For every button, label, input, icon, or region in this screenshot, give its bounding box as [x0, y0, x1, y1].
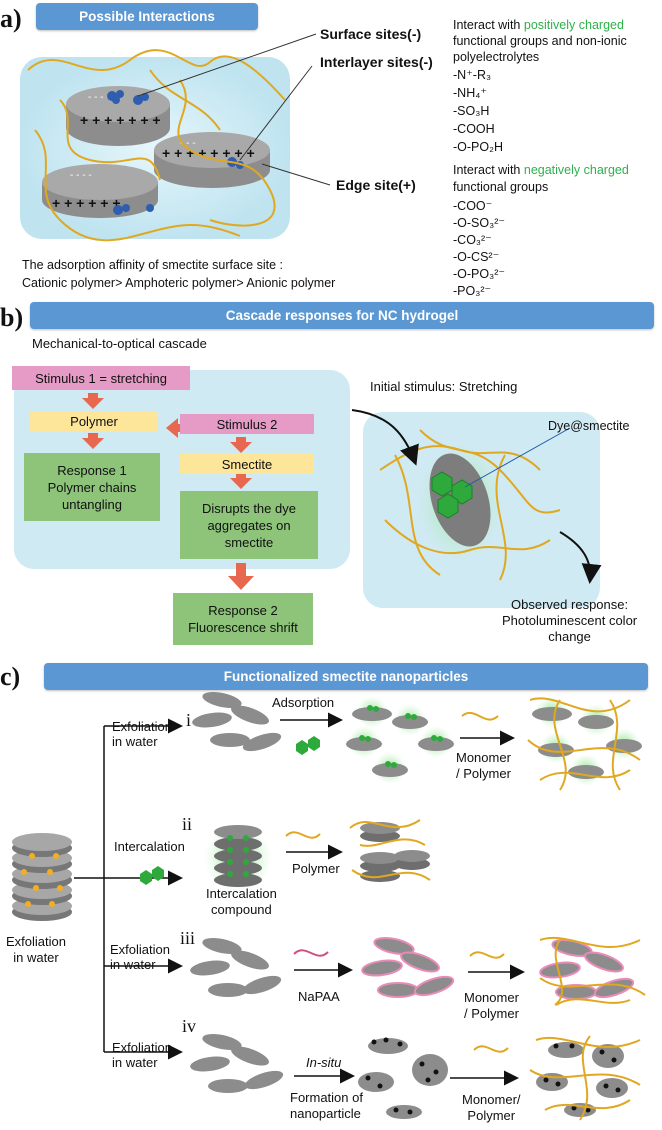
route-ii-numeral: ii: [182, 814, 193, 834]
intercalation-compound-label: Intercalation compound: [206, 886, 277, 917]
route-iv-graphics: [190, 1033, 641, 1121]
svg-text:+ + + + + + +: + + + + + + +: [80, 112, 161, 128]
stimulus-arrow: [351, 409, 419, 466]
panel-c-artwork: [12, 691, 646, 1121]
stimulus-1-box: Stimulus 1 = stretching: [12, 366, 190, 390]
svg-text:+ + + + + + + +: + + + + + + + +: [162, 145, 255, 161]
cascade-arrows: [82, 393, 254, 590]
panel-a-letter: a): [0, 4, 22, 33]
response-arrow: [559, 531, 602, 584]
route-ii-polymer-label: Polymer: [292, 861, 340, 876]
positive-intro-line: Interact with positively charged: [453, 18, 624, 32]
svg-text:- - -: - - -: [180, 138, 196, 149]
negative-group-3: -CO₃²⁻: [453, 233, 492, 247]
panel-a-banner: Possible Interactions: [36, 3, 258, 30]
platelet-2: + + + + + + + + - - -: [154, 132, 270, 188]
route-i-numeral: i: [186, 710, 192, 730]
stack-exfoliation-label: Exfoliation in water: [6, 934, 66, 965]
interlayer-sites-label: Interlayer sites(-): [320, 54, 433, 70]
disrupts-box: Disrupts the dye aggregates on smectite: [180, 491, 318, 559]
smectite-stack: [12, 833, 72, 921]
polymer-box: Polymer: [30, 411, 158, 431]
negative-group-4: -O-CS²⁻: [453, 250, 500, 264]
negative-intro-text: Interact with: [453, 163, 524, 177]
initial-stimulus-label: Initial stimulus: Stretching: [370, 379, 518, 394]
dye-leader: [464, 427, 571, 488]
route-iii-monomer-label: Monomer / Polymer: [464, 990, 519, 1021]
route-i-label: Exfoliation in water: [112, 719, 172, 749]
route-iv-label: Exfoliation in water: [112, 1040, 172, 1070]
negative-group-1: -COO⁻: [453, 199, 493, 213]
positive-group-5: -O-PO₂H: [453, 140, 503, 154]
route-i-graphics: [192, 691, 642, 791]
affinity-line-1: The adsorption affinity of smectite surf…: [22, 258, 284, 272]
in-situ-label: In-situ: [306, 1055, 342, 1070]
napaa-label: NaPAA: [298, 989, 340, 1004]
negative-group-6: -PO₃²⁻: [453, 284, 492, 298]
negative-intro-line: Interact with negatively charged: [453, 163, 629, 177]
svg-text:- - - -: - - - -: [70, 170, 92, 181]
positive-group-3: -SO₃H: [453, 104, 490, 118]
svg-text:+ + + + + +: + + + + + +: [52, 195, 121, 211]
edge-site-label: Edge site(+): [336, 177, 416, 193]
dye-clusters: [107, 90, 244, 215]
positive-intro-line-3: polyelectrolytes: [453, 50, 540, 64]
surface-sites-label: Surface sites(-): [320, 26, 422, 42]
negative-group-5: -O-PO₃²⁻: [453, 267, 505, 281]
leader-lines: [137, 33, 331, 186]
response-2-box: Response 2 Fluorescence shrift: [173, 593, 313, 645]
stimulus-2-box: Stimulus 2: [180, 414, 314, 434]
panel-b-letter: b): [0, 303, 24, 332]
polymer-chains-a: [27, 49, 286, 242]
route-iv-monomer-label: Monomer/ Polymer: [462, 1092, 521, 1123]
panel-b-subtitle: Mechanical-to-optical cascade: [32, 336, 207, 351]
negative-group-2: -O-SO₃²⁻: [453, 216, 505, 230]
observed-response-label: Observed response: Photoluminescent colo…: [502, 597, 638, 644]
dye-hexagons: [431, 471, 473, 519]
panel-c-letter: c): [0, 662, 21, 691]
panel-b-banner: Cascade responses for NC hydrogel: [30, 302, 654, 329]
route-ii-label: Intercalation: [114, 839, 185, 854]
adsorption-label: Adsorption: [272, 695, 335, 710]
smectite-box: Smectite: [180, 454, 314, 474]
positive-intro-line-2: functional groups and non-ionic: [453, 34, 627, 48]
route-iii-label: Exfoliation in water: [110, 942, 170, 972]
formation-label: Formation of nanoparticle: [290, 1090, 363, 1121]
panel-a-artwork: + + + + + + + - - - - + + + + + + + + - …: [20, 33, 331, 242]
negative-intro-line-2: functional groups: [453, 180, 549, 194]
dye-smectite-label: Dye@smectite: [548, 419, 630, 433]
platelet-1: + + + + + + + - - - -: [66, 86, 170, 146]
negative-charged-highlight: negatively charged: [523, 163, 629, 177]
route-i-monomer-label: Monomer / Polymer: [456, 750, 511, 781]
affinity-line-2: Cationic polymer> Amphoteric polymer> An…: [22, 276, 336, 290]
platelet-3: + + + + + + - - - -: [42, 164, 158, 218]
positive-group-2: -NH₄⁺: [453, 86, 487, 100]
route-iv-numeral: iv: [182, 1016, 197, 1036]
panel-c-banner: Functionalized smectite nanoparticles: [44, 663, 648, 690]
svg-text:- - - -: - - - -: [88, 92, 110, 103]
positive-group-4: -COOH: [453, 122, 495, 136]
positive-intro-text: Interact with: [453, 18, 524, 32]
route-branches: [74, 718, 183, 1060]
response-1-box: Response 1 Polymer chains untangling: [24, 453, 160, 521]
route-iii-numeral: iii: [180, 928, 196, 948]
positive-charged-highlight: positively charged: [523, 18, 624, 32]
positive-group-1: -N⁺-R₃: [453, 68, 492, 82]
route-iii-graphics: [190, 936, 646, 1006]
route-ii-graphics: [140, 819, 431, 892]
